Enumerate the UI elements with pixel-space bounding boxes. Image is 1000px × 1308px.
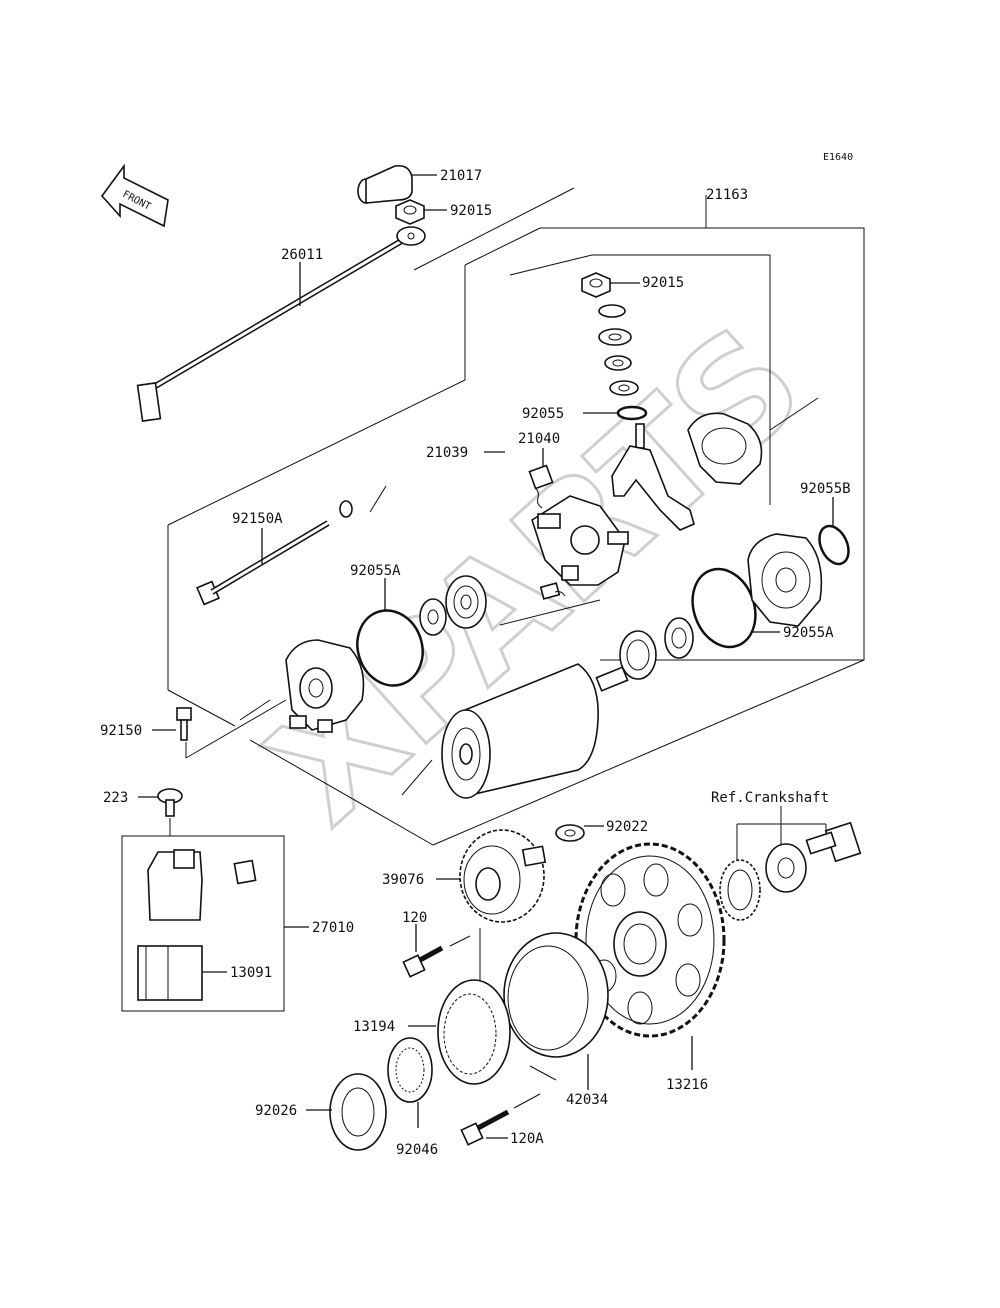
front-arrow-icon: FRONT: [100, 163, 169, 228]
part-13091-relay-cover: [137, 945, 227, 1001]
crank-bolt: [805, 821, 862, 863]
ref-crankshaft-label: Ref.Crankshaft: [711, 790, 829, 806]
part-label-21040: 21040: [518, 431, 560, 447]
part-end-cover-cup: [687, 397, 819, 485]
part-label-13091: 13091: [230, 965, 272, 981]
part-brush-spring-lower: [539, 582, 566, 600]
part-label-92026: 92026: [255, 1103, 297, 1119]
part-92150-screw: [152, 699, 287, 759]
part-92055A-o-ring-left: [356, 578, 424, 687]
part-label-27010: 27010: [312, 920, 354, 936]
part-rear-housing: [747, 533, 823, 627]
part-bearing-right: [619, 617, 694, 680]
part-label-92150A: 92150A: [232, 511, 283, 527]
part-label-120: 120: [402, 910, 427, 926]
crank-spacer: [765, 843, 807, 893]
part-label-120A: 120A: [510, 1131, 544, 1147]
part-label-92055B: 92055B: [800, 481, 851, 497]
crank-gear: [719, 859, 761, 921]
part-label-26011: 26011: [281, 247, 323, 263]
part-92015-nut: [581, 272, 640, 298]
part-42034-clutch-housing: [503, 932, 609, 1090]
part-label-92046: 92046: [396, 1142, 438, 1158]
part-92026-washer: [306, 1073, 387, 1151]
crankshaft-bracket: [736, 806, 827, 862]
assembly-outline: [167, 187, 865, 846]
part-label-223: 223: [103, 790, 128, 806]
part-92055B-o-ring: [818, 497, 850, 566]
part-39076-idle-gear: [436, 829, 547, 923]
part-label-21039: 21039: [426, 445, 468, 461]
part-label-39076: 39076: [382, 872, 424, 888]
part-13216-starter-clutch-gear: [574, 842, 726, 1070]
part-starter-relay: [147, 849, 257, 921]
part-label-21017: 21017: [440, 168, 482, 184]
part-21040-brush-spring: [528, 464, 554, 509]
part-92150A-through-bolt: [196, 520, 330, 606]
part-label-13216: 13216: [666, 1077, 708, 1093]
relay-group-box: [121, 835, 285, 1012]
part-front-housing: [239, 639, 365, 733]
part-26011-cable: [136, 226, 426, 422]
part-bearing-left: [419, 575, 487, 636]
part-21017-terminal-cover: [357, 164, 437, 204]
part-label-92022: 92022: [606, 819, 648, 835]
diagram-code: E1640: [823, 152, 853, 163]
part-label-42034: 42034: [566, 1092, 608, 1108]
part-223-screw: [138, 788, 183, 836]
part-brush-holder: [531, 495, 629, 586]
part-label-92055A-right: 92055A: [783, 625, 834, 641]
part-label-92150: 92150: [100, 723, 142, 739]
part-92022-washer: [555, 824, 604, 842]
washer-stack: [598, 304, 639, 396]
part-92015-nut-top: [395, 199, 447, 225]
part-label-92055: 92055: [522, 406, 564, 422]
part-label-92015-top: 92015: [450, 203, 492, 219]
part-motor-yoke: [401, 663, 629, 799]
part-label-92015: 92015: [642, 275, 684, 291]
part-label-13194: 13194: [353, 1019, 395, 1035]
part-lock-washer: [339, 485, 387, 518]
part-13194-one-way-clutch: [408, 979, 511, 1085]
part-92055-o-ring: [583, 405, 648, 421]
part-92046-needle-bearing: [387, 1037, 433, 1128]
part-label-21163: 21163: [706, 187, 748, 203]
part-120-bolt: [402, 924, 481, 1000]
part-terminal-bracket: [611, 423, 695, 531]
part-label-92055A-left: 92055A: [350, 563, 401, 579]
part-120A-bolt: [460, 1093, 541, 1146]
